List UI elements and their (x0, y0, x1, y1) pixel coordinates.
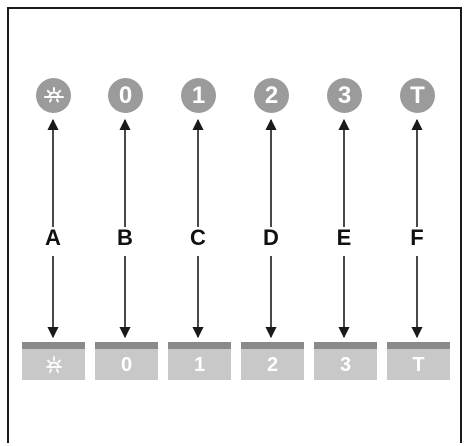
label-c: C (178, 227, 218, 249)
label-f: F (397, 227, 437, 249)
symbol-1-circle: 1 (181, 78, 216, 113)
button-2[interactable]: 2 (241, 342, 304, 380)
button-3[interactable]: 3 (314, 342, 377, 380)
button-0[interactable]: 0 (95, 342, 158, 380)
symbol-0-circle: 0 (108, 78, 143, 113)
symbol-2-circle: 2 (254, 78, 289, 113)
diagram-frame (7, 7, 462, 443)
label-a: A (33, 227, 73, 249)
label-d: D (251, 227, 291, 249)
symbol-3-circle: 3 (327, 78, 362, 113)
button-1[interactable]: 1 (168, 342, 231, 380)
light-icon (43, 86, 64, 102)
symbol-t-circle: T (400, 78, 435, 113)
button-t[interactable]: T (387, 342, 450, 380)
light-button[interactable] (22, 342, 85, 380)
label-e: E (324, 227, 364, 249)
label-b: B (105, 227, 145, 249)
light-circle (36, 78, 71, 113)
light-icon (45, 355, 62, 373)
